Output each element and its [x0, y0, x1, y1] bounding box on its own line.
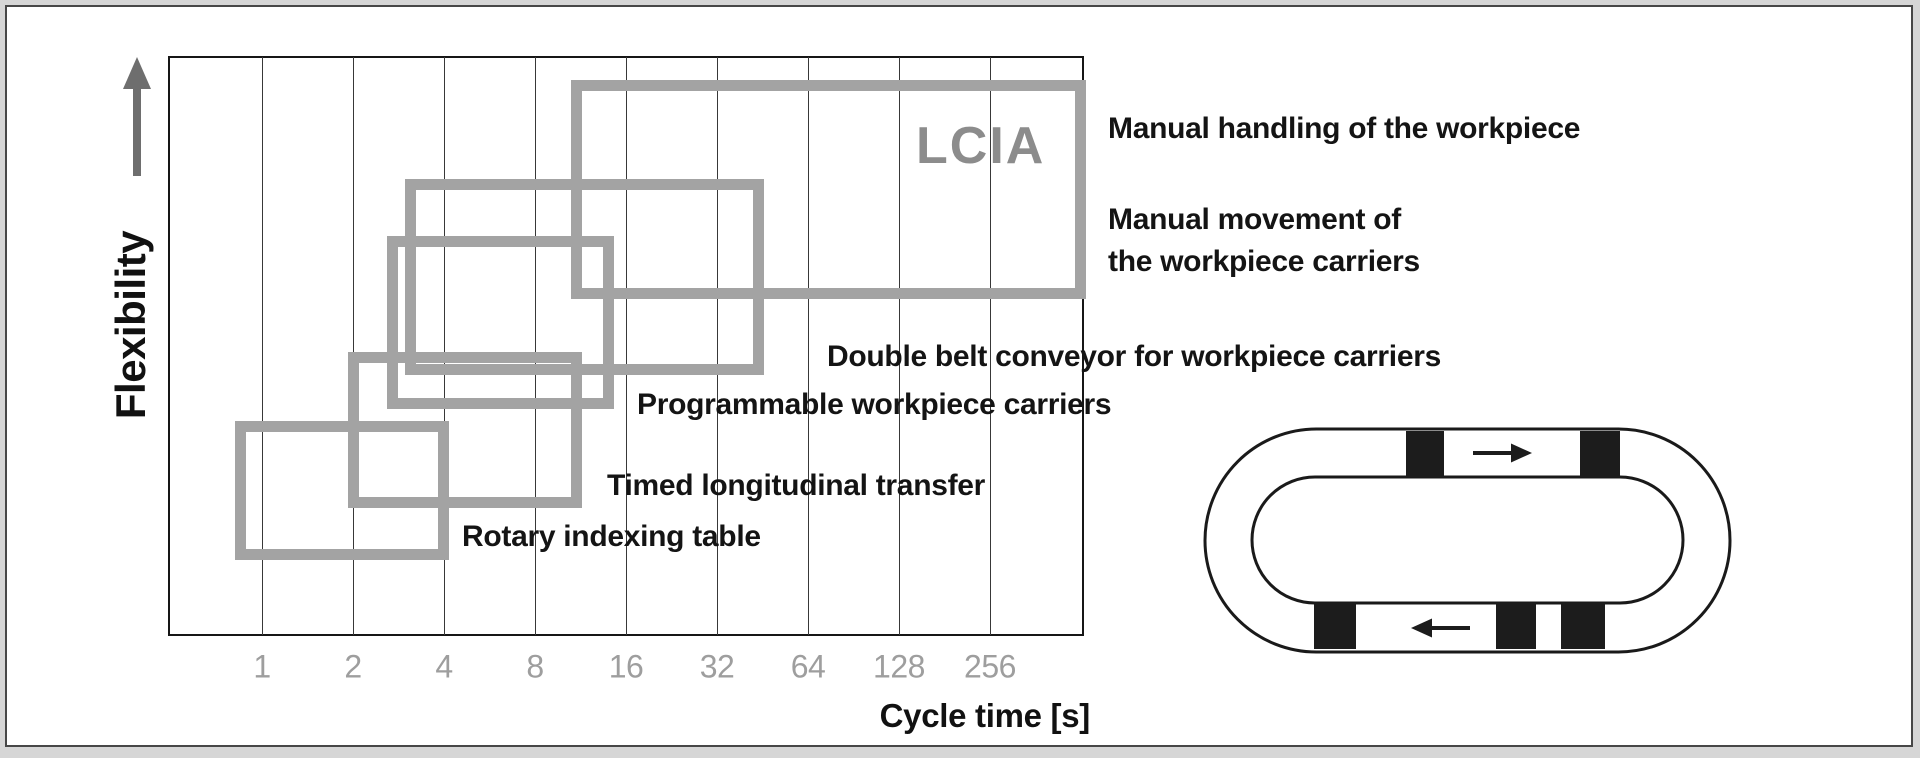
range-box-manual-handling: [571, 80, 1087, 300]
system-label-double-belt-conveyor: Double belt conveyor for workpiece carri…: [827, 340, 1441, 374]
x-tick-label-128: 128: [873, 648, 925, 685]
flow-direction-arrowhead-icon-bottom: [1411, 618, 1432, 638]
gridline-256: [989, 57, 991, 635]
flow-direction-arrowhead-icon-top: [1511, 443, 1532, 463]
workpiece-carrier-block-top-1: [1406, 431, 1444, 477]
x-tick-label-64: 64: [790, 648, 826, 685]
workpiece-carrier-block-bottom-3: [1561, 603, 1605, 649]
system-label-line: Timed longitudinal transfer: [607, 469, 986, 502]
x-tick-label-8: 8: [526, 648, 544, 685]
gridline-2: [352, 57, 354, 635]
system-label-line: Rotary indexing table: [462, 520, 761, 553]
gridline-16: [625, 57, 627, 635]
x-tick-label-32: 32: [699, 648, 735, 685]
system-label-manual-movement: Manual movement of the workpiece carriers: [1108, 199, 1420, 283]
system-label-line: the workpiece carriers: [1108, 245, 1420, 278]
y-axis-label: Flexibility: [107, 230, 154, 420]
system-label-line: Double belt conveyor for workpiece carri…: [827, 340, 1441, 373]
system-label-line: Manual handling of the workpiece: [1108, 112, 1581, 145]
gridline-8: [534, 57, 536, 635]
gridline-64: [807, 57, 809, 635]
x-tick-label-16: 16: [608, 648, 644, 685]
x-axis-label: Cycle time [s]: [879, 697, 1091, 734]
flexibility-axis-arrowhead-icon: [123, 57, 151, 89]
gridline-4: [443, 57, 445, 635]
system-label-line: Manual movement of: [1108, 203, 1401, 236]
range-box-double-belt-conveyor: [405, 178, 765, 375]
system-label-timed-longitudinal-transfer: Timed longitudinal transfer: [607, 469, 985, 503]
x-tick-label-2: 2: [344, 648, 362, 685]
conveyor-loop-diagram: [1203, 427, 1732, 654]
range-box-programmable-carriers: [386, 236, 614, 410]
x-tick-label-256: 256: [964, 648, 1016, 685]
gridline-1: [261, 57, 263, 635]
lcia-watermark: LCIA: [916, 117, 1046, 175]
range-box-rotary-indexing-table: [235, 421, 450, 560]
gridline-32: [716, 57, 718, 635]
system-label-programmable-carriers: Programmable workpiece carriers: [637, 388, 1112, 422]
x-tick-label-1: 1: [253, 648, 271, 685]
workpiece-carrier-block-bottom-2: [1496, 603, 1536, 649]
system-label-rotary-indexing-table: Rotary indexing table: [462, 520, 761, 554]
workpiece-carrier-block-top-2: [1580, 431, 1620, 477]
system-label-manual-handling: Manual handling of the workpiece: [1108, 112, 1580, 146]
system-label-line: Programmable workpiece carriers: [637, 388, 1112, 421]
x-tick-label-4: 4: [435, 648, 453, 685]
gridline-128: [898, 57, 900, 635]
workpiece-carrier-block-bottom-1: [1314, 603, 1356, 649]
loop-inner-track: [1250, 475, 1685, 605]
flexibility-axis-arrow-icon: [133, 88, 141, 176]
